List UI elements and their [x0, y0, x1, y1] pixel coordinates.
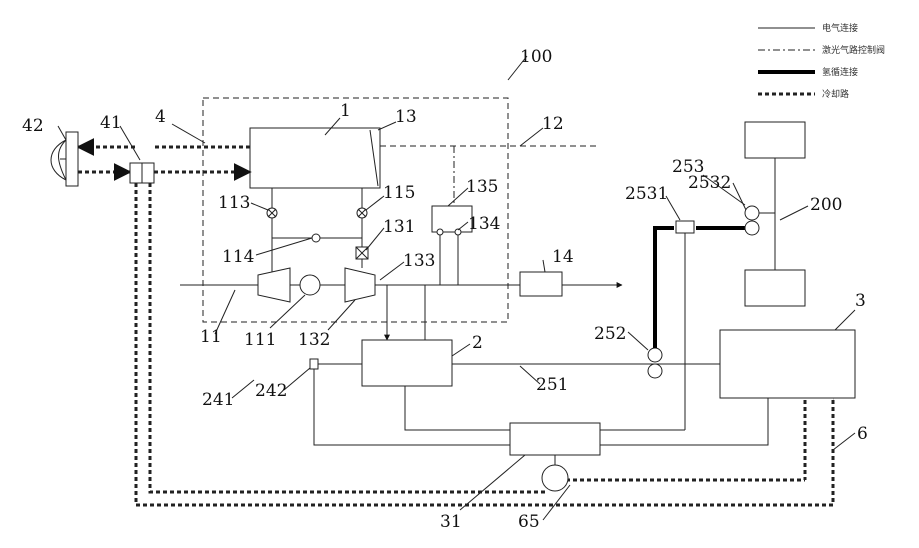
leader-114 — [256, 238, 312, 255]
valve-2532-icon — [745, 206, 759, 235]
label-251: 251 — [536, 375, 568, 395]
label-12: 12 — [542, 114, 564, 134]
valve-134a-icon — [437, 229, 443, 235]
turbine-132-icon — [345, 268, 375, 302]
leader-2532 — [733, 183, 746, 210]
line-31-to-3 — [600, 398, 768, 445]
label-14: 14 — [552, 247, 574, 267]
label-31: 31 — [440, 512, 462, 532]
valve-2531-icon — [676, 221, 694, 233]
leader-133 — [380, 262, 404, 280]
leader-14 — [543, 260, 545, 272]
line-252-hydrogen — [655, 228, 674, 348]
leader-113 — [251, 203, 268, 210]
label-134: 134 — [468, 214, 500, 234]
label-4: 4 — [155, 107, 166, 127]
component-14-box — [520, 272, 562, 296]
leader-13 — [378, 122, 396, 130]
leader-135 — [448, 188, 468, 206]
label-65: 65 — [518, 512, 540, 532]
leader-115 — [366, 196, 384, 210]
leader-131 — [366, 228, 384, 250]
valve-113-icon — [267, 208, 277, 218]
component-2-box — [362, 340, 452, 386]
valve-252-icon — [648, 348, 662, 378]
leader-41 — [120, 126, 140, 160]
legend-electrical-label: 电气连接 — [822, 22, 858, 34]
component-200-top-box — [745, 122, 805, 158]
valve-115-icon — [357, 208, 367, 218]
leader-242 — [284, 368, 310, 390]
label-6: 6 — [857, 424, 868, 444]
leader-241 — [232, 380, 254, 398]
component-3-box — [720, 330, 855, 398]
component-135-134-box — [432, 206, 472, 232]
pump-65-icon — [542, 465, 568, 491]
line-2-to-31 — [405, 386, 510, 430]
label-111: 111 — [244, 330, 276, 350]
fan-42-icon — [51, 132, 78, 186]
label-11: 11 — [200, 327, 222, 347]
component-31-box — [510, 423, 600, 455]
leader-2 — [452, 344, 470, 356]
legend-signal-label: 激光气路控制阀 — [822, 44, 885, 56]
legend-hydrogen-label: 氢循连接 — [822, 66, 858, 78]
label-200: 200 — [810, 195, 842, 215]
label-2: 2 — [472, 333, 483, 353]
label-133: 133 — [403, 251, 435, 271]
leader-12 — [520, 128, 543, 146]
legend: 电气连接 激光气路控制阀 氢循连接 冷却路 — [758, 22, 885, 100]
leader-4 — [172, 124, 205, 143]
leader-31 — [460, 455, 525, 510]
label-135: 135 — [466, 177, 498, 197]
label-100: 100 — [520, 47, 552, 67]
component-1-box — [250, 128, 380, 188]
label-131: 131 — [383, 217, 415, 237]
label-132: 132 — [298, 330, 330, 350]
valve-242-icon — [310, 359, 318, 369]
component-200-bottom-box — [745, 270, 805, 306]
label-3: 3 — [855, 291, 866, 311]
label-42: 42 — [22, 116, 44, 136]
label-241: 241 — [202, 390, 234, 410]
label-13: 13 — [395, 107, 417, 127]
label-114: 114 — [222, 247, 254, 267]
label-115: 115 — [383, 183, 415, 203]
label-2531: 2531 — [625, 184, 668, 204]
label-113: 113 — [218, 193, 250, 213]
valve-131-icon — [356, 247, 368, 259]
leader-6 — [833, 433, 855, 450]
leader-42 — [58, 126, 66, 140]
label-242: 242 — [255, 381, 287, 401]
leader-3 — [835, 310, 855, 330]
motor-111-icon — [300, 275, 320, 295]
label-1: 1 — [340, 101, 351, 121]
legend-coolant-label: 冷却路 — [822, 88, 849, 100]
label-252: 252 — [594, 324, 626, 344]
compressor-icon — [258, 268, 290, 302]
label-41: 41 — [100, 113, 122, 133]
leader-132 — [328, 300, 355, 330]
leader-200 — [780, 206, 808, 220]
label-2532: 2532 — [688, 173, 731, 193]
valve-114-icon — [312, 234, 320, 242]
leader-252 — [628, 332, 648, 350]
